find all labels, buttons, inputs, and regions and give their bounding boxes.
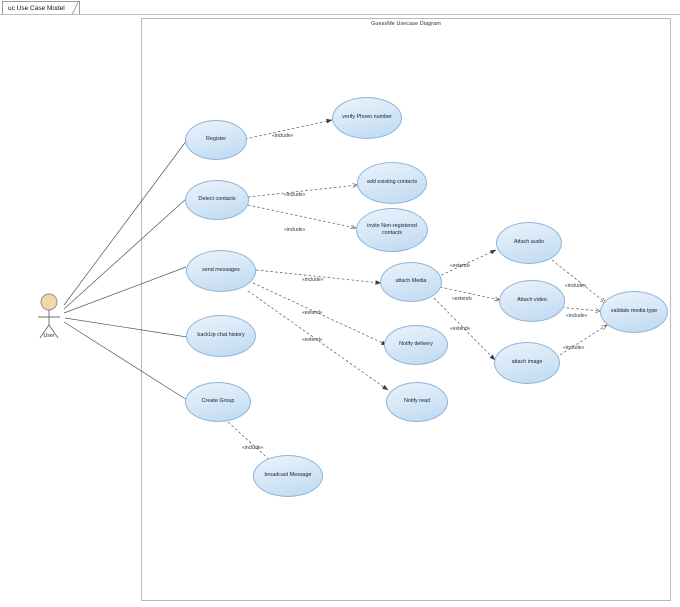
usecase-attach-image[interactable]: attach image <box>494 342 560 384</box>
edge-attach-media-audio <box>436 249 496 278</box>
actor-head-icon <box>40 293 58 311</box>
usecase-notify-delivery-label: Notify delivery <box>399 341 433 348</box>
edge-user-send-messages <box>63 266 187 314</box>
edge-user-register <box>63 139 188 306</box>
edge-attach-media-video <box>439 286 500 300</box>
usecase-detect-contacts-label: Detect contacts <box>198 196 236 203</box>
usecase-attach-media[interactable]: attach Media <box>380 262 442 302</box>
edge-label-include-register: «include» <box>272 133 294 139</box>
usecase-create-group[interactable]: Create Group <box>185 382 251 422</box>
diagram-edges <box>63 15 680 607</box>
edge-label-include-validate-audio: «include» <box>565 283 587 289</box>
tab-underline <box>0 14 680 15</box>
diagram-title: GuessMe Usecase Diagram <box>371 21 441 27</box>
usecase-verify-phone-number-label: verify Phoen number <box>342 114 392 121</box>
edge-register-verify-phone <box>244 120 332 140</box>
usecase-attach-video-label: Attach video <box>517 297 547 304</box>
usecase-attach-audio-label: Attach audio <box>514 239 544 246</box>
usecase-validate-media-type-label: validate media type <box>610 308 658 315</box>
edge-label-extend-attach-video: «extend» <box>452 296 473 302</box>
edge-label-include-validate-video: «include» <box>566 313 588 319</box>
edge-label-extend-attach-image: «extend» <box>450 326 471 332</box>
usecase-verify-phone-number[interactable]: verify Phoen number <box>332 97 402 139</box>
edge-detect-invite-contacts <box>247 204 356 228</box>
actor-user-label: User <box>43 333 55 339</box>
usecase-notify-read-label: Notify read <box>403 398 431 405</box>
usecase-send-messages[interactable]: send messages <box>186 250 256 292</box>
edge-label-include-add-contacts: «include» <box>284 192 306 198</box>
edge-send-notify-delivery <box>252 282 387 346</box>
actor-left-leg-icon <box>39 324 50 339</box>
usecase-notify-delivery[interactable]: Notify delivery <box>384 325 448 365</box>
usecase-create-group-label: Create Group <box>201 398 235 405</box>
usecase-invite-non-registered-contacts-label: invite Non-registered contacts <box>367 222 417 236</box>
edge-label-include-invite-contacts: «include» <box>284 227 306 233</box>
usecase-detect-contacts[interactable]: Detect contacts <box>185 180 249 220</box>
tab-use-case-model[interactable]: uc Use Case Model <box>2 1 80 14</box>
usecase-attach-audio[interactable]: Attach audio <box>496 222 562 264</box>
edge-video-validate <box>556 306 601 311</box>
edge-audio-validate <box>551 259 606 303</box>
usecase-register[interactable]: Register <box>185 120 247 160</box>
actor-user[interactable] <box>32 293 66 345</box>
edge-user-detect-contacts <box>63 197 188 310</box>
edge-detect-add-contacts <box>247 185 358 198</box>
actor-right-leg-icon <box>48 324 59 339</box>
edge-user-backup-chat-history <box>64 317 188 338</box>
usecase-broadcast-message-label: broadcast Message <box>264 472 312 479</box>
usecase-register-label: Register <box>205 136 227 143</box>
edge-label-include-broadcast: «include» <box>242 445 264 451</box>
dependency-edges <box>227 120 607 465</box>
usecase-add-existing-contacts[interactable]: add existing contacts <box>357 162 427 204</box>
edge-label-extend-attach-audio: «extend» <box>450 263 471 269</box>
usecase-attach-video[interactable]: Attach video <box>499 280 565 322</box>
usecase-backup-chat-history[interactable]: backUp chat history <box>186 315 256 357</box>
edge-label-extend-notify-delivery: «extend» <box>302 310 323 316</box>
usecase-invite-non-registered-contacts[interactable]: invite Non-registered contacts <box>356 208 428 252</box>
usecase-notify-read[interactable]: Notify read <box>386 382 448 422</box>
usecase-add-existing-contacts-label: add existing contacts <box>366 179 418 186</box>
edge-label-include-attach-media: «include» <box>302 277 324 283</box>
usecase-attach-image-label: attach image <box>511 359 543 366</box>
usecase-broadcast-message[interactable]: broadcast Message <box>253 455 323 497</box>
edge-label-extend-notify-read: «extend» <box>302 337 323 343</box>
usecase-send-messages-label: send messages <box>202 267 240 274</box>
edge-attach-media-image <box>433 297 495 360</box>
edge-label-include-validate-image: «include» <box>563 345 585 351</box>
edge-user-create-group <box>63 321 188 401</box>
usecase-attach-media-label: attach Media <box>395 278 427 285</box>
edge-image-validate <box>551 325 607 361</box>
tab-label: uc Use Case Model <box>8 5 65 12</box>
usecase-backup-chat-history-label: backUp chat history <box>197 332 245 339</box>
edge-send-attach-media <box>255 269 381 283</box>
usecase-validate-media-type[interactable]: validate media type <box>600 291 668 333</box>
association-edges <box>63 139 188 401</box>
diagram-canvas[interactable]: GuessMe Usecase Diagram <box>0 15 680 607</box>
tab-strip: uc Use Case Model <box>0 0 680 15</box>
